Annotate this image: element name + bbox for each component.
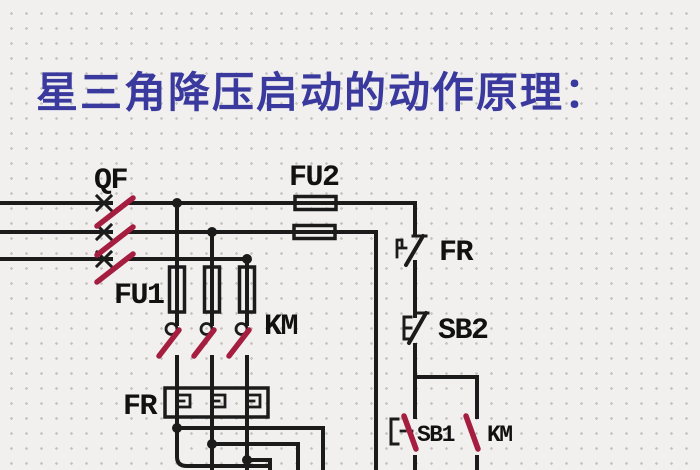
thermal-relay-contact-fr: FR <box>395 234 475 270</box>
branch1-outlet-wire <box>175 415 271 468</box>
contact-blade <box>156 327 182 359</box>
breaker-blade <box>94 224 136 258</box>
breaker-contact-x-icon <box>94 193 114 213</box>
contact-blade <box>191 327 217 359</box>
main-fuse-label: FU1 <box>114 279 164 313</box>
contact-blade <box>407 311 428 345</box>
contact-blade <box>463 413 481 452</box>
contactor-aux-contact-km: KM <box>463 413 514 452</box>
page-title: 星三角降压启动的动作原理： <box>36 68 609 117</box>
crossover-wire <box>175 426 325 470</box>
control-fuse-label: FU2 <box>289 161 339 195</box>
contact-blade <box>404 234 425 267</box>
thermal-element-label: FR <box>123 390 158 424</box>
fuse-body <box>167 265 187 314</box>
breaker-label: QF <box>94 164 128 198</box>
heater-element-icon <box>245 393 262 409</box>
fuse-body <box>293 194 338 212</box>
parallel-branch-wire <box>413 375 479 419</box>
circuit-breaker-qf: QF <box>94 164 136 285</box>
motor-feed-wires <box>175 415 325 470</box>
main-fuses-fu1: FU1 <box>114 265 257 314</box>
contactor-main-label: KM <box>264 310 298 344</box>
fuse-body <box>237 265 257 314</box>
contact-blade <box>226 327 252 359</box>
crossover-wire <box>210 442 300 470</box>
control-circuit: FR SB2 SB1 <box>389 234 514 470</box>
thermal-relay-element-fr: FR <box>123 386 270 424</box>
thermal-contact-label: FR <box>439 236 474 270</box>
control-fuses-fu2: FU2 <box>289 161 341 241</box>
breaker-blade <box>94 251 136 285</box>
crossover-wire <box>245 458 272 470</box>
stop-button-sb2: SB2 <box>402 311 490 348</box>
start-button-label: SB1 <box>417 422 455 448</box>
main-branch-wires <box>175 201 249 419</box>
thermal-relay-box <box>163 386 270 419</box>
contact-blade <box>401 413 419 452</box>
heater-element-icon <box>210 393 227 409</box>
start-button-sb1: SB1 <box>389 413 456 452</box>
junction-dots <box>172 198 252 465</box>
stop-button-label: SB2 <box>438 314 488 348</box>
contactor-aux-label: KM <box>487 422 512 448</box>
fuse-body <box>202 265 222 314</box>
heater-element-icon <box>175 393 192 409</box>
breaker-blade <box>94 195 136 229</box>
thermal-release-icon <box>395 238 408 259</box>
contactor-main-contacts-km: KM <box>156 310 299 359</box>
fuse-body <box>292 223 337 241</box>
phase1-wire-right <box>127 201 417 236</box>
pushbutton-bracket-icon <box>389 417 400 446</box>
